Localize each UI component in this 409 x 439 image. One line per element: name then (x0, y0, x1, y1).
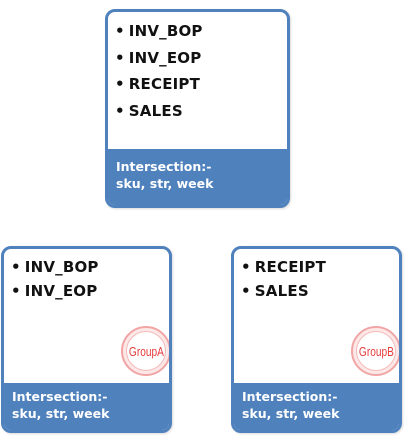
list-item: •SALES (241, 279, 399, 303)
bullet-icon: • (241, 282, 251, 300)
bullet-icon: • (11, 258, 21, 276)
group-b-stamp: GroupB (351, 326, 399, 376)
intersection-dimensions: sku, str, week (242, 406, 340, 421)
intersection-footer: Intersection:- sku, str, week (108, 149, 287, 205)
list-item: •INV_EOP (115, 45, 287, 72)
bullet-icon: • (115, 75, 125, 93)
intersection-label: Intersection:- (242, 389, 338, 404)
intersection-label: Intersection:- (12, 389, 108, 404)
bullet-icon: • (115, 48, 125, 67)
measure-box-all: •INV_BOP •INV_EOP •RECEIPT •SALES Inters… (105, 9, 290, 208)
measure-list: •INV_BOP •INV_EOP •RECEIPT •SALES (108, 12, 287, 124)
list-item: •RECEIPT (241, 255, 399, 279)
list-item: •INV_BOP (11, 255, 169, 279)
list-item: •INV_BOP (115, 18, 287, 45)
group-b-label: GroupB (358, 343, 394, 359)
intersection-label: Intersection:- (116, 159, 212, 174)
intersection-dimensions: sku, str, week (12, 406, 110, 421)
bullet-icon: • (11, 282, 21, 300)
bullet-icon: • (115, 22, 125, 40)
measure-list: •INV_BOP •INV_EOP (4, 249, 169, 303)
measure-box-group-a: •INV_BOP •INV_EOP GroupA Intersection:- … (1, 246, 172, 433)
list-item: •RECEIPT (115, 71, 287, 98)
group-a-label: GroupA (128, 343, 164, 359)
intersection-dimensions: sku, str, week (116, 176, 214, 191)
measure-box-group-b: •RECEIPT •SALES GroupB Intersection:- sk… (231, 246, 402, 433)
intersection-footer: Intersection:- sku, str, week (4, 383, 169, 430)
list-item: •INV_EOP (11, 279, 169, 303)
intersection-footer: Intersection:- sku, str, week (234, 383, 399, 430)
measure-list: •RECEIPT •SALES (234, 249, 399, 303)
bullet-icon: • (241, 258, 251, 276)
group-a-stamp: GroupA (121, 326, 169, 376)
list-item: •SALES (115, 98, 287, 125)
bullet-icon: • (115, 101, 125, 120)
